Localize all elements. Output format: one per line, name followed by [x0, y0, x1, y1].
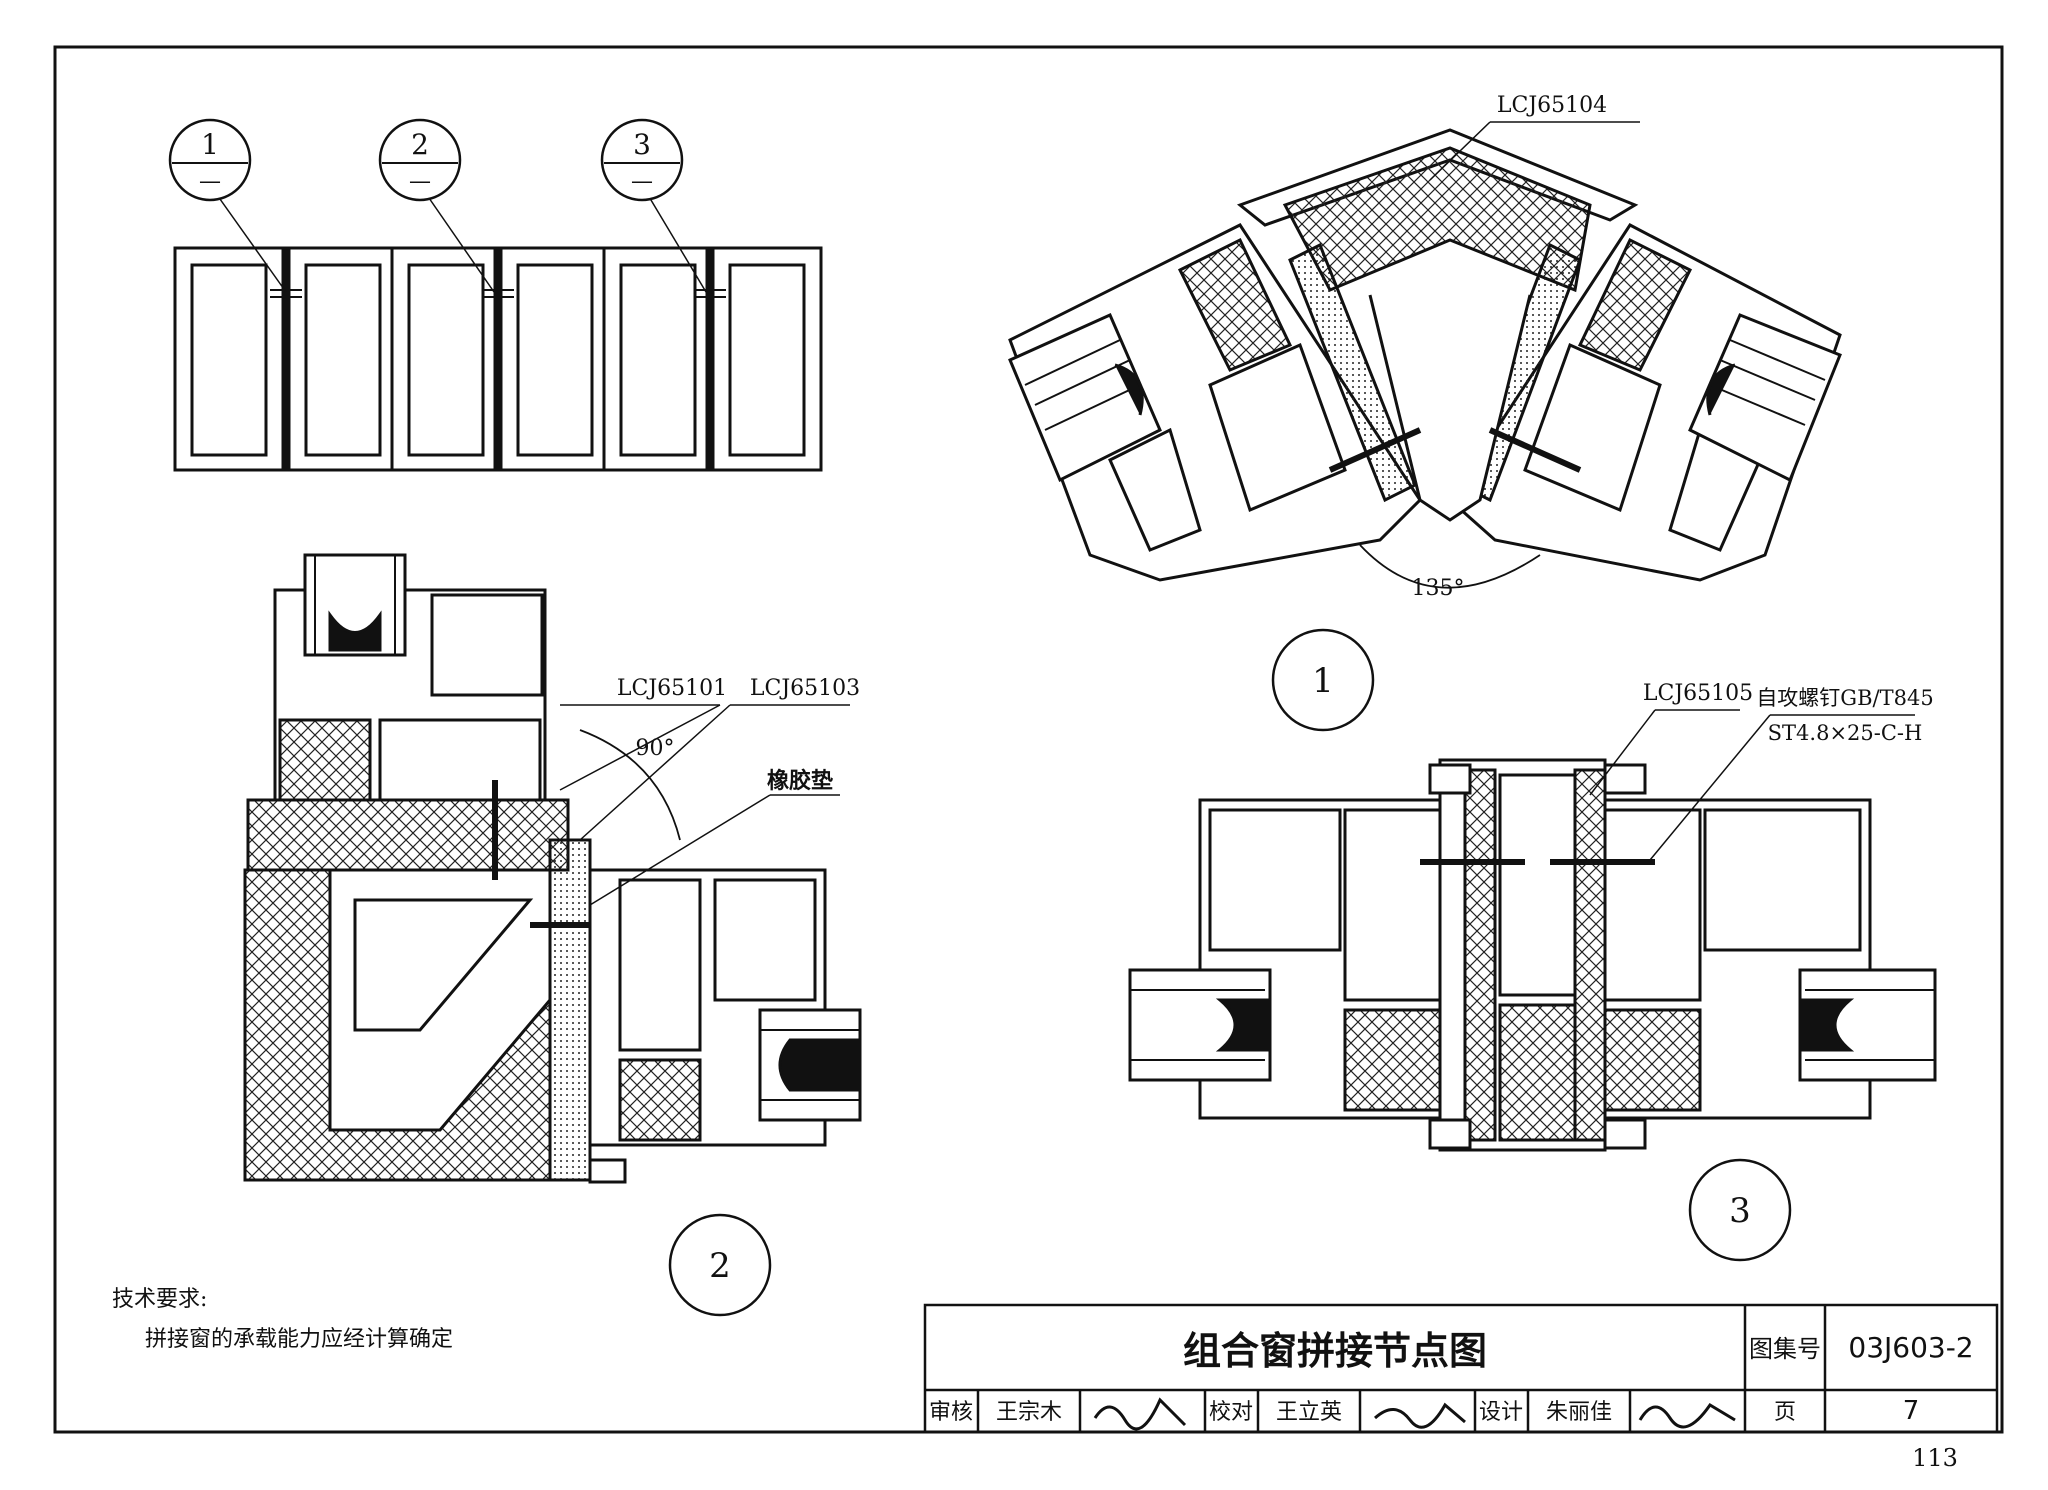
detail-2-number-circle: 2: [668, 1213, 772, 1317]
detail-marker-1-number: 1: [201, 128, 219, 161]
checker-signature: [1373, 1402, 1466, 1429]
checker-name: 王立英: [1276, 1400, 1342, 1425]
detail-marker-2-number: 2: [411, 128, 429, 161]
check-label: 校对: [1209, 1400, 1253, 1425]
detail-3-number-circle: 3: [1688, 1158, 1792, 1262]
atlas-number: 03J603-2: [1848, 1331, 1973, 1364]
page-number: 7: [1903, 1396, 1920, 1426]
detail-marker-2-sub: —: [409, 169, 431, 194]
detail-1-profile-label: LCJ65104: [1497, 93, 1607, 118]
detail-3-screw-line2: ST4.8×25-C-H: [1768, 721, 1923, 745]
window-elevation: [173, 184, 823, 472]
detail-3-section: [1128, 709, 1937, 1152]
detail-1-section: [1008, 121, 1842, 589]
page-label: 页: [1774, 1400, 1796, 1425]
detail-marker-2: 2 —: [378, 118, 462, 202]
review-label: 审核: [929, 1400, 973, 1425]
atlas-label: 图集号: [1749, 1335, 1821, 1363]
drawing-title: 组合窗拼接节点图: [1183, 1329, 1487, 1373]
detail-3-screw-line1: 自攻螺钉GB/T845: [1756, 686, 1933, 710]
detail-2-rubber-pad: 橡胶垫: [767, 768, 833, 794]
detail-marker-3-number: 3: [633, 128, 651, 161]
detail-marker-1-sub: —: [199, 169, 221, 194]
detail-2-section: [243, 553, 862, 1184]
detail-marker-1: 1 —: [168, 118, 252, 202]
tech-notes-line1: 拼接窗的承载能力应经计算确定: [145, 1327, 453, 1352]
sheet-number: 113: [1912, 1444, 1958, 1472]
detail-3-number: 3: [1729, 1191, 1751, 1231]
detail-2-profile-a: LCJ65101: [617, 676, 727, 701]
title-block: [923, 1303, 1999, 1434]
detail-marker-3-sub: —: [631, 169, 653, 194]
design-label: 设计: [1479, 1400, 1523, 1425]
reviewer-name: 王宗木: [996, 1400, 1062, 1425]
detail-1-number-circle: 1: [1271, 628, 1375, 732]
detail-marker-3: 3 —: [600, 118, 684, 202]
tech-notes-heading: 技术要求:: [112, 1287, 207, 1312]
detail-3-profile-label: LCJ65105: [1643, 681, 1753, 706]
detail-1-angle: 135°: [1412, 576, 1465, 601]
reviewer-signature: [1093, 1397, 1187, 1431]
detail-2-angle: 90°: [636, 736, 675, 761]
designer-name: 朱丽佳: [1546, 1400, 1612, 1425]
detail-1-number: 1: [1312, 661, 1334, 701]
designer-signature: [1638, 1402, 1736, 1429]
detail-2-profile-b: LCJ65103: [750, 676, 860, 701]
detail-2-number: 2: [709, 1246, 731, 1286]
